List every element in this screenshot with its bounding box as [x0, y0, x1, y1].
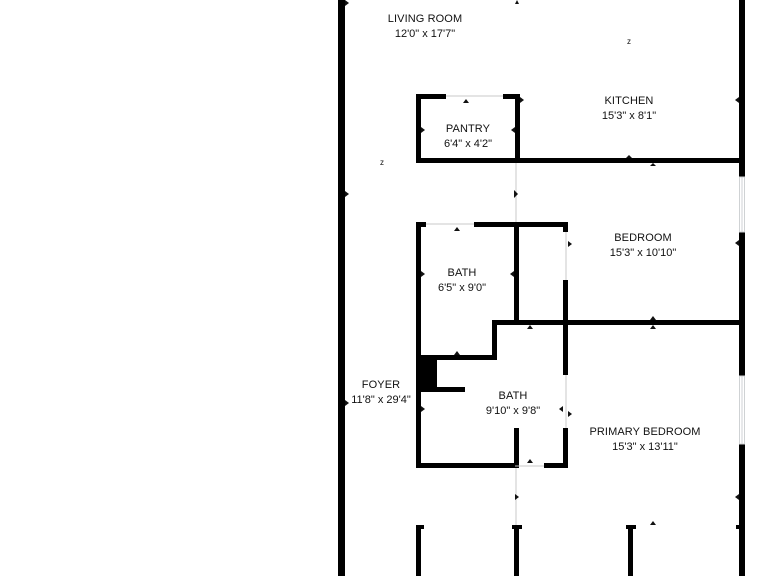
bath-divider-wall: [514, 222, 519, 322]
dimension-tick: [421, 406, 425, 412]
dimension-tick: [421, 271, 425, 277]
dimension-tick: [515, 494, 519, 500]
pantry-wall-south: [416, 158, 520, 163]
bath-wall-east-mid: [563, 280, 568, 375]
bath-closet-solid: [421, 360, 437, 392]
dimension-tick: [568, 241, 572, 247]
bath-wall-north-right: [474, 222, 568, 227]
dimension-tick: [735, 97, 739, 103]
dimension-tick: [515, 0, 519, 4]
closet-wall-2: [514, 525, 519, 576]
closet-opening-3: [636, 525, 736, 529]
floor-marker: z: [627, 37, 631, 46]
pantry-wall-north-left: [416, 94, 446, 99]
dimension-tick: [735, 240, 739, 246]
bath-wall-south-right: [544, 463, 568, 468]
bath-wall-south-left: [416, 463, 515, 468]
dimension-tick: [421, 127, 425, 133]
closet-opening-2: [522, 525, 626, 529]
pantry-wall-north-right: [503, 94, 520, 99]
bedroom-wall-south: [492, 320, 743, 325]
dimension-tick: [454, 227, 460, 231]
dimension-tick: [520, 97, 524, 103]
dimension-tick: [345, 0, 349, 6]
bath-step-wall-vertical: [492, 320, 497, 360]
floor-marker: z: [380, 158, 384, 167]
bath-step-wall-horizontal: [421, 355, 497, 360]
dimension-tick: [650, 521, 656, 525]
closet-opening-1: [424, 525, 512, 529]
dimension-tick: [650, 163, 656, 166]
dimension-tick: [345, 191, 349, 197]
dimension-tick: [514, 190, 518, 198]
dimension-tick: [650, 325, 656, 329]
pantry-wall-east: [515, 94, 520, 163]
dimension-tick: [510, 271, 514, 277]
kitchen-wall-south: [515, 158, 743, 163]
bath-wall-west: [416, 222, 421, 468]
exterior-wall-west: [338, 0, 345, 576]
dimension-tick: [735, 494, 739, 500]
dimension-tick: [511, 127, 515, 133]
dimension-tick: [454, 351, 460, 355]
dimension-tick: [527, 459, 533, 463]
dimension-tick: [463, 99, 469, 103]
closet-wall-3: [628, 525, 633, 576]
bath-divider-wall-lower: [514, 428, 519, 468]
dimension-tick: [345, 400, 349, 406]
pantry-wall-west: [416, 94, 421, 163]
bath-wall-east-upper: [563, 222, 568, 232]
dimension-tick: [559, 406, 563, 412]
dimension-tick: [626, 155, 632, 158]
exterior-wall-east: [739, 0, 745, 576]
bath-wall-east-lower: [563, 428, 568, 468]
closet-wall-1: [416, 525, 421, 576]
bath-closet-shelf: [437, 387, 465, 392]
dimension-tick: [568, 411, 572, 417]
bath-wall-north-left: [416, 222, 426, 227]
dimension-tick: [650, 316, 656, 320]
dimension-tick: [527, 325, 533, 329]
